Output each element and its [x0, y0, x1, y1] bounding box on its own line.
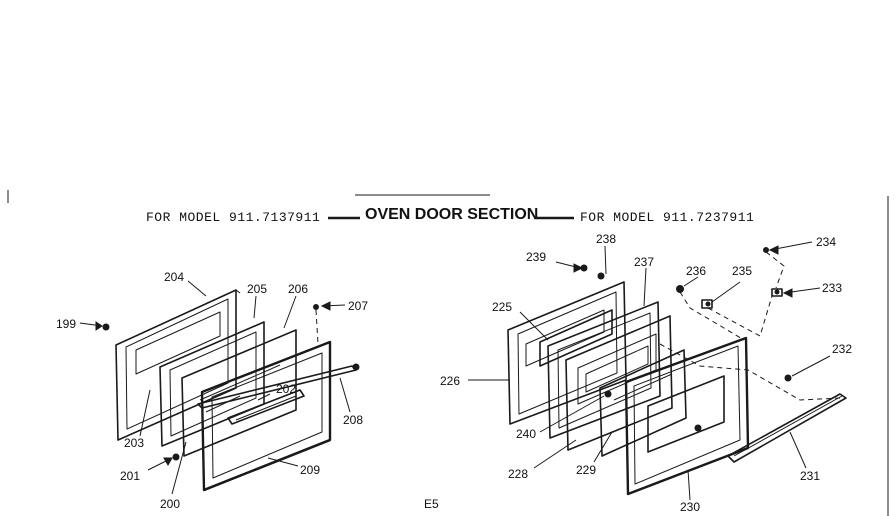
assembly-line — [315, 309, 319, 345]
part-225-window-gasket — [539, 309, 613, 367]
leader-208 — [339, 377, 351, 413]
label-228: 228 — [508, 467, 528, 481]
part-199-screw — [102, 323, 110, 331]
arrow-201 — [163, 457, 173, 467]
label-201: 201 — [120, 469, 140, 483]
part-209-outer-door-panel — [200, 340, 332, 492]
leader-204 — [187, 280, 207, 297]
leader-209 — [267, 457, 299, 467]
label-202: 202 — [276, 382, 296, 396]
part-207-screw — [313, 304, 319, 310]
arrow-239 — [573, 263, 584, 273]
part-235-hinge-receptacle — [701, 299, 713, 309]
leader-230 — [687, 469, 691, 501]
assembly-line-236 — [679, 291, 745, 341]
leader-237 — [643, 267, 647, 307]
label-229: 229 — [576, 463, 596, 477]
right-model-label: FOR MODEL 911.7237911 — [580, 210, 754, 225]
label-235: 235 — [732, 264, 752, 278]
part-229-window-glass — [599, 349, 687, 457]
part-236-bracket — [676, 285, 684, 293]
leader-225 — [519, 311, 549, 341]
arrow-199 — [95, 321, 103, 331]
label-203: 203 — [124, 436, 144, 450]
label-208: 208 — [343, 413, 363, 427]
leader-236 — [683, 276, 699, 287]
label-238: 238 — [596, 232, 616, 246]
arrow-234 — [768, 245, 779, 255]
label-233: 233 — [822, 281, 842, 295]
leader-232 — [791, 355, 831, 377]
assembly-line-234 — [765, 251, 785, 289]
part-234-screw — [763, 247, 769, 253]
label-226: 226 — [440, 374, 460, 388]
label-199: 199 — [56, 317, 76, 331]
leader-228 — [533, 439, 577, 469]
part-237-inner-window-frame — [547, 301, 661, 439]
part-208-trim-strip — [197, 363, 360, 409]
label-225: 225 — [492, 300, 512, 314]
leader-203 — [139, 389, 151, 437]
part-232-screw — [784, 374, 792, 382]
leader-238 — [604, 245, 607, 275]
leader-202 — [257, 393, 271, 401]
leader-235 — [711, 281, 741, 303]
arrow-233 — [782, 288, 793, 298]
part-240-screw — [604, 390, 612, 398]
label-232: 232 — [832, 342, 852, 356]
part-202-door-handle — [227, 389, 305, 425]
part-204-door-liner — [115, 289, 241, 441]
label-230: 230 — [680, 500, 700, 514]
assembly-line-235 — [707, 295, 773, 337]
label-234: 234 — [816, 235, 836, 249]
label-204: 204 — [164, 270, 184, 284]
leader-240 — [539, 395, 605, 433]
label-239: 239 — [526, 250, 546, 264]
label-240: 240 — [516, 427, 536, 441]
leader-206 — [283, 295, 297, 329]
leader-205 — [253, 295, 257, 319]
label-205: 205 — [247, 282, 267, 296]
label-207: 207 — [348, 299, 368, 313]
leader-229 — [593, 431, 613, 463]
label-237: 237 — [634, 255, 654, 269]
leader-200 — [171, 441, 187, 495]
part-201-screw — [172, 453, 180, 461]
part-233-hinge-clip — [771, 288, 783, 297]
label-200: 200 — [160, 497, 180, 511]
arrow-207 — [320, 301, 331, 311]
assembly-line-232 — [659, 343, 841, 401]
label-206: 206 — [288, 282, 308, 296]
part-230-outer-door-panel — [624, 336, 750, 496]
left-model-label: FOR MODEL 911.7137911 — [146, 210, 320, 225]
label-231: 231 — [800, 469, 820, 483]
part-231-trim-strip — [727, 393, 847, 463]
page-code: E5 — [424, 497, 439, 511]
leader-231 — [789, 431, 807, 469]
part-238-screw — [597, 272, 605, 280]
label-209: 209 — [300, 463, 320, 477]
section-title: OVEN DOOR SECTION — [365, 206, 538, 223]
label-236: 236 — [686, 264, 706, 278]
part-230-screw — [694, 424, 702, 432]
